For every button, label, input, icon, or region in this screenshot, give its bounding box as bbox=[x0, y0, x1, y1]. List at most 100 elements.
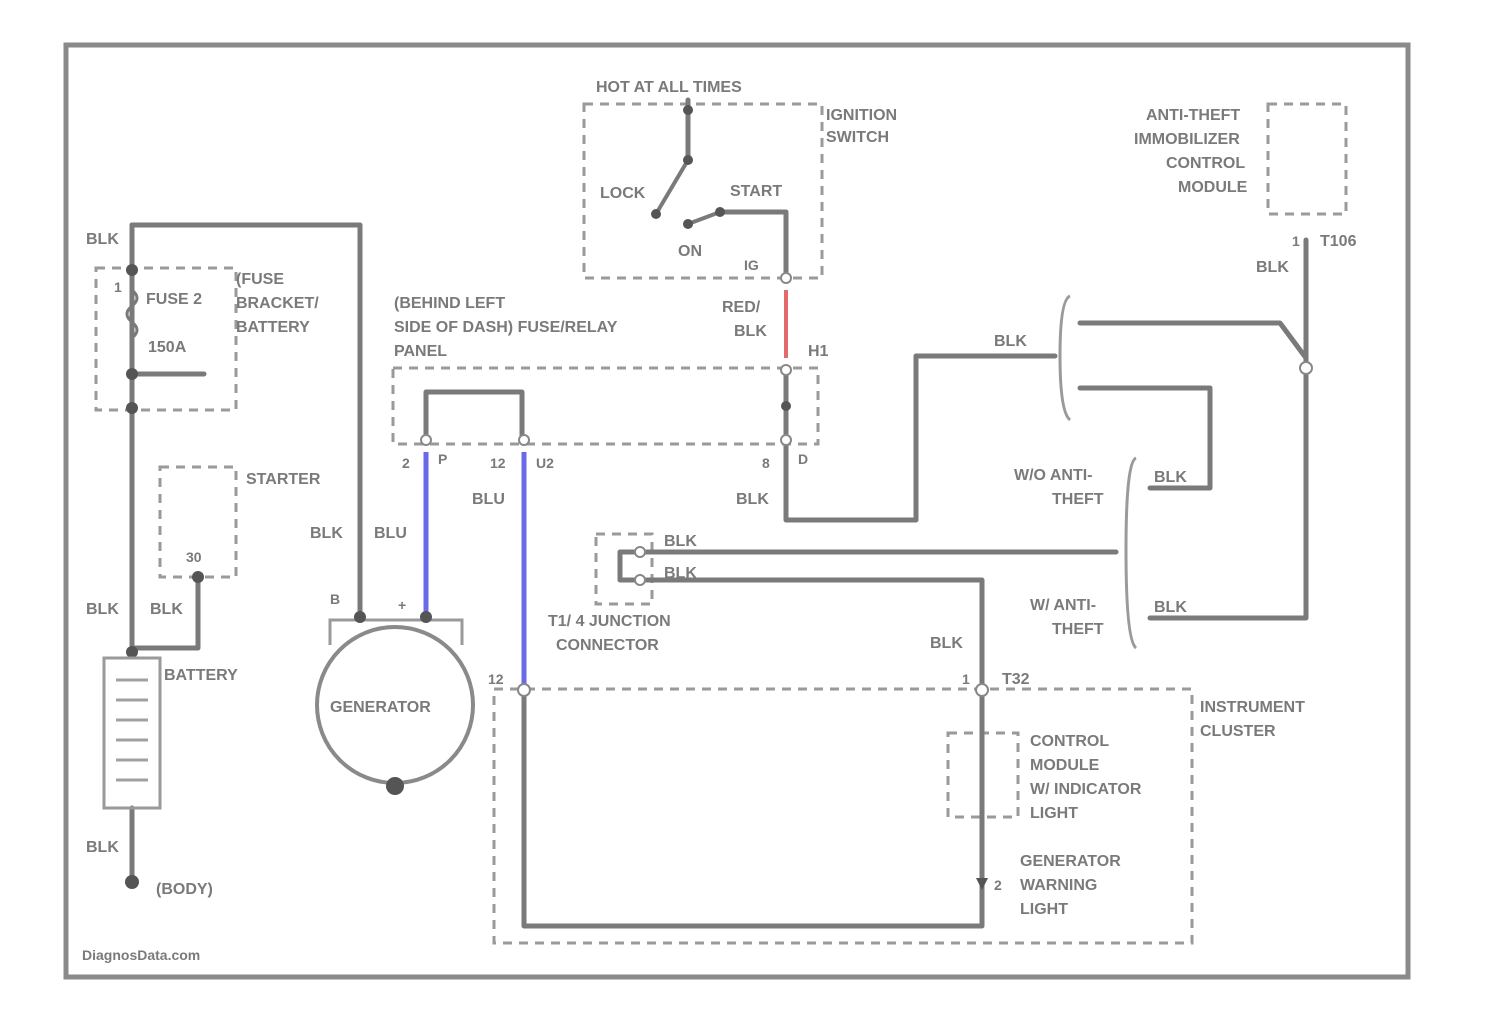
fuse-bracket-label-3: BATTERY bbox=[236, 319, 310, 336]
fuse-bracket-label-1: (FUSE bbox=[236, 271, 284, 288]
fuse-amp-label: 150A bbox=[148, 339, 187, 356]
ignition-switch-label-1: IGNITION bbox=[826, 107, 897, 124]
instrument-cluster-label-2: CLUSTER bbox=[1200, 723, 1276, 740]
blk-label-with: BLK bbox=[1154, 599, 1187, 616]
blk-label-d: BLK bbox=[736, 491, 769, 508]
panel-label-1: (BEHIND LEFT bbox=[394, 295, 505, 312]
ig-node bbox=[781, 273, 791, 283]
control-module-label-1: CONTROL bbox=[1030, 733, 1109, 750]
starter-node bbox=[192, 571, 204, 583]
wire-t106-down bbox=[1150, 240, 1306, 618]
panel-node-u2 bbox=[519, 435, 529, 445]
control-module-label-2: MODULE bbox=[1030, 757, 1100, 774]
pin-2-label: 2 bbox=[402, 455, 410, 471]
blk-label-left-1: BLK bbox=[86, 601, 119, 618]
ignition-start-lever bbox=[688, 212, 720, 224]
ground-node bbox=[125, 875, 139, 889]
wire-panel-link bbox=[426, 392, 522, 440]
wire-selector-wo bbox=[1080, 388, 1210, 488]
start-label: START bbox=[730, 183, 782, 200]
splice-bracket-2 bbox=[1126, 458, 1136, 648]
cluster-pin-12-label: 12 bbox=[488, 671, 504, 687]
panel-node-mid bbox=[781, 401, 791, 411]
warning-light-label-1: GENERATOR bbox=[1020, 853, 1121, 870]
starter-pin-label: 30 bbox=[186, 549, 202, 565]
wo-anti-theft-label-2: THEFT bbox=[1052, 491, 1104, 508]
ignition-node-4 bbox=[683, 219, 693, 229]
panel-node-p bbox=[421, 435, 431, 445]
panel-node-d bbox=[781, 435, 791, 445]
generator-label: GENERATOR bbox=[330, 699, 431, 716]
with-anti-theft-label-1: W/ ANTI- bbox=[1030, 597, 1096, 614]
h1-label: H1 bbox=[808, 343, 829, 360]
junction-label-2: CONNECTOR bbox=[556, 637, 659, 654]
on-label: ON bbox=[678, 243, 702, 260]
ignition-node-2 bbox=[683, 155, 693, 165]
wire-d-to-anti-theft bbox=[786, 356, 1055, 520]
instrument-cluster-box bbox=[494, 689, 1192, 943]
panel-label-2: SIDE OF DASH) FUSE/RELAY bbox=[394, 319, 618, 336]
warning-light-node bbox=[976, 878, 988, 890]
pin-8-label: 8 bbox=[762, 455, 770, 471]
junction-node-1 bbox=[635, 547, 645, 557]
blk-label-t106: BLK bbox=[1256, 259, 1289, 276]
ignition-node-1 bbox=[683, 105, 693, 115]
anti-theft-module-box bbox=[1268, 104, 1346, 214]
blk-label-gen: BLK bbox=[310, 525, 343, 542]
anti-theft-label-4: MODULE bbox=[1178, 179, 1248, 196]
fuse-relay-panel-box bbox=[393, 368, 818, 444]
ignition-node-3 bbox=[651, 209, 661, 219]
blk-label-junction-2: BLK bbox=[664, 565, 697, 582]
warning-light-label-3: LIGHT bbox=[1020, 901, 1068, 918]
battery-node bbox=[126, 646, 138, 658]
anti-theft-label-2: IMMOBILIZER bbox=[1134, 131, 1240, 148]
wo-anti-theft-label-1: W/O ANTI- bbox=[1014, 467, 1093, 484]
panel-label-3: PANEL bbox=[394, 343, 447, 360]
pin-u2-label: U2 bbox=[536, 455, 554, 471]
junction-node-2 bbox=[635, 575, 645, 585]
blk-label-splice: BLK bbox=[994, 333, 1027, 350]
wire-selector-top bbox=[1080, 323, 1306, 358]
hot-at-all-times-label: HOT AT ALL TIMES bbox=[596, 79, 742, 96]
pin-d-label: D bbox=[798, 451, 808, 467]
blk-label-t32: BLK bbox=[930, 635, 963, 652]
blk-label-wo: BLK bbox=[1154, 469, 1187, 486]
blk-label-junction-1: BLK bbox=[664, 533, 697, 550]
warning-light-pin-label: 2 bbox=[994, 877, 1002, 893]
fuse-node-1 bbox=[126, 264, 138, 276]
pin-12-label: 12 bbox=[490, 455, 506, 471]
cluster-node-t32 bbox=[976, 684, 988, 696]
pin-p-label: P bbox=[438, 451, 447, 467]
blu-label-u2: BLU bbox=[472, 491, 505, 508]
watermark: DiagnosData.com bbox=[82, 947, 200, 963]
fuse-node-3 bbox=[126, 402, 138, 414]
t106-label: T106 bbox=[1320, 233, 1357, 250]
cluster-node-12 bbox=[518, 684, 530, 696]
ignition-switch-label-2: SWITCH bbox=[826, 129, 889, 146]
body-label: (BODY) bbox=[156, 881, 213, 898]
fuse-pin-label: 1 bbox=[114, 279, 122, 295]
generator-b-pin-label: B bbox=[330, 591, 340, 607]
instrument-cluster-label-1: INSTRUMENT bbox=[1200, 699, 1305, 716]
blu-label-gen: BLU bbox=[374, 525, 407, 542]
panel-node-h1 bbox=[781, 365, 791, 375]
t106-node bbox=[1300, 362, 1312, 374]
blk-label-ground: BLK bbox=[86, 839, 119, 856]
ignition-lever bbox=[656, 160, 688, 214]
generator-ground bbox=[386, 777, 404, 795]
generator-b-node bbox=[354, 611, 366, 623]
red-blk-label-1: RED/ bbox=[722, 299, 761, 316]
junction-connector-box bbox=[596, 534, 652, 604]
with-anti-theft-label-2: THEFT bbox=[1052, 621, 1104, 638]
battery-cells bbox=[116, 680, 148, 780]
lock-label: LOCK bbox=[600, 185, 646, 202]
anti-theft-label-1: ANTI-THEFT bbox=[1146, 107, 1240, 124]
generator-plus-node bbox=[420, 611, 432, 623]
anti-theft-label-3: CONTROL bbox=[1166, 155, 1245, 172]
warning-light-label-2: WARNING bbox=[1020, 877, 1097, 894]
blk-label-left-2: BLK bbox=[150, 601, 183, 618]
fuse-2-label: FUSE 2 bbox=[146, 291, 202, 308]
red-blk-label-2: BLK bbox=[734, 323, 767, 340]
starter-label: STARTER bbox=[246, 471, 321, 488]
